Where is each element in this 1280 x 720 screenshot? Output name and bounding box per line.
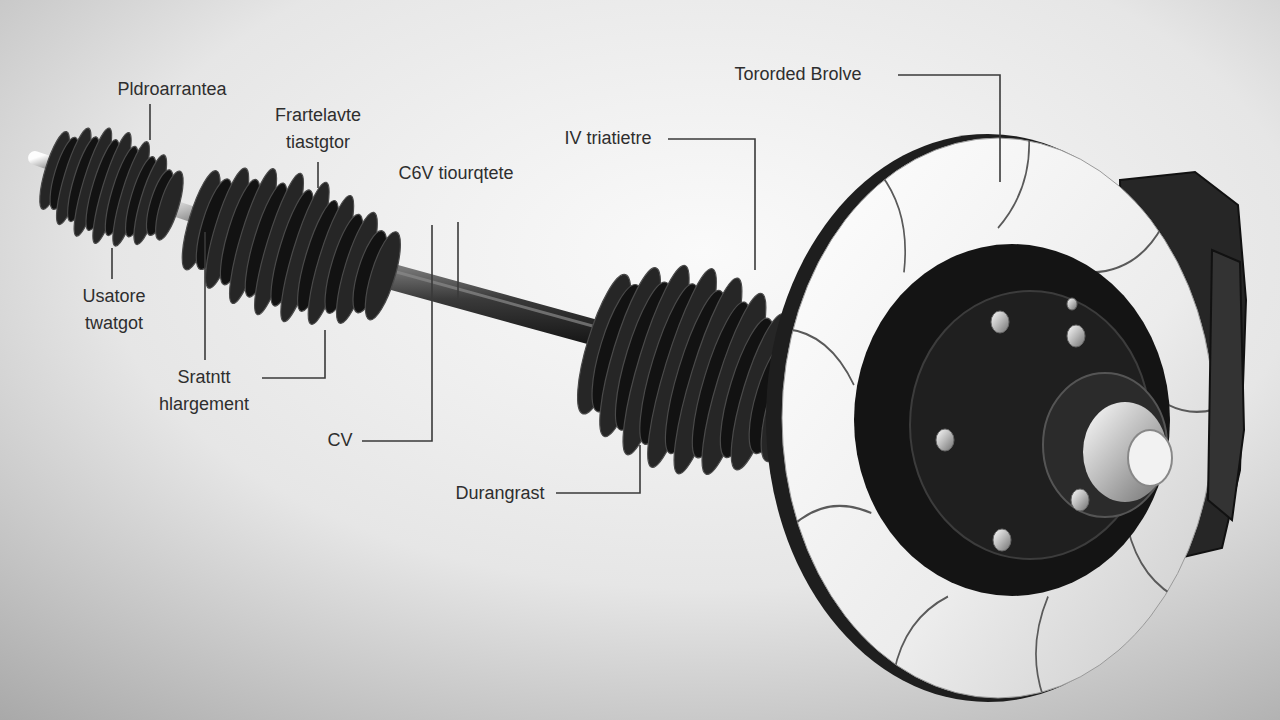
- wheel-studs: [936, 298, 1089, 551]
- boot-ridge: [150, 168, 189, 242]
- part-label: Tororded Brolve: [700, 61, 896, 88]
- brake-rotor: [766, 133, 1220, 702]
- part-label: CV: [320, 427, 360, 454]
- cv-boot: [29, 112, 195, 263]
- part-label: IV triatietre: [550, 125, 666, 152]
- part-label: Frartelavte tiastgtor: [258, 102, 378, 156]
- part-label: Durangrast: [445, 480, 555, 507]
- boot-ridge: [358, 228, 407, 323]
- leader-lines: [112, 75, 1000, 493]
- cv-boots: [29, 112, 832, 504]
- part-label: Pldroarrantea: [87, 76, 257, 103]
- part-label: C6V tiourqtete: [396, 160, 516, 187]
- part-label: Usatore twatgot: [66, 283, 162, 337]
- part-label: Sratntt hlargement: [148, 364, 260, 418]
- caliper-face: [1208, 250, 1244, 520]
